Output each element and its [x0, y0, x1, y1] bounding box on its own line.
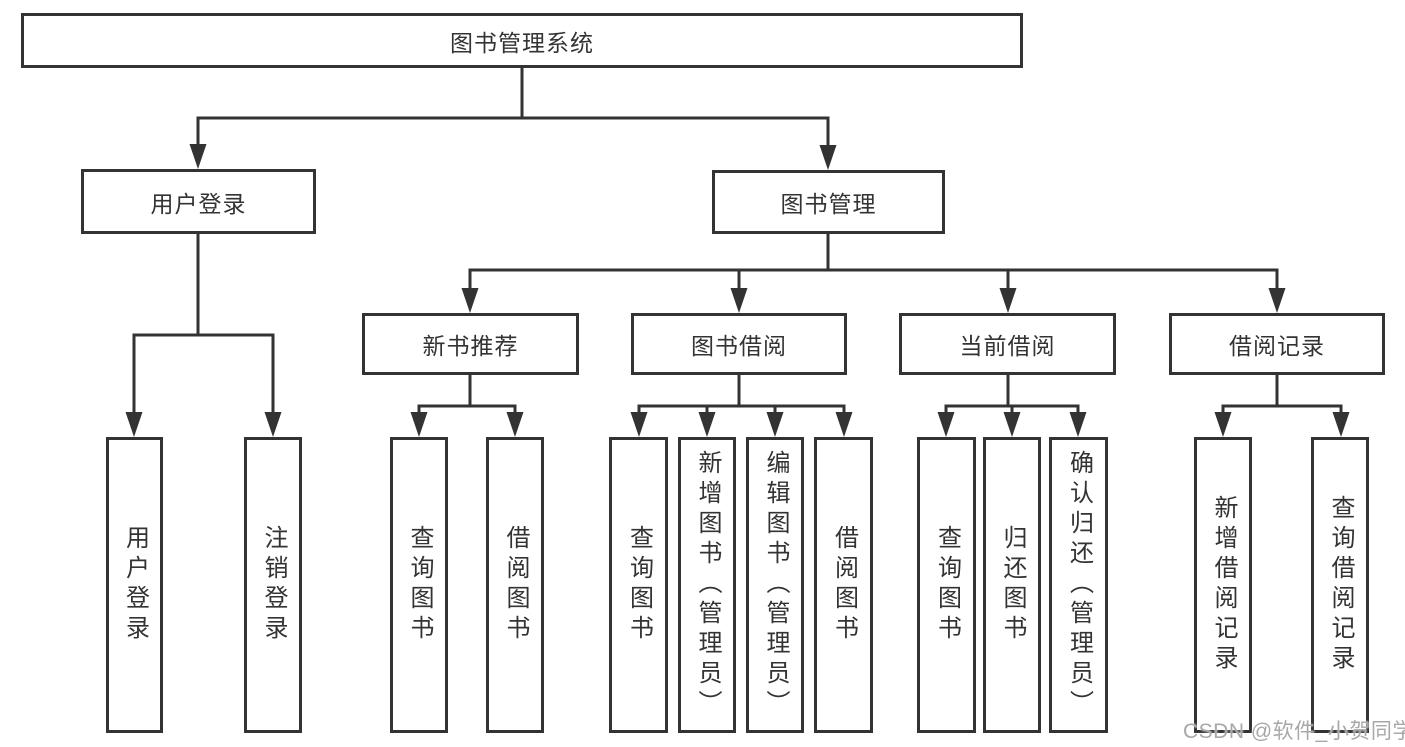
connector-arrowhead	[937, 412, 955, 437]
watermark: CSDN @软件_小贺同学	[1183, 720, 1405, 743]
leaf-add-borrow-record: 新增借阅记录	[1194, 437, 1252, 733]
connector-arrowhead	[1214, 412, 1232, 437]
node-current-borrow: 当前借阅	[899, 313, 1116, 375]
leaf-borrow-books: 借阅图书	[814, 437, 873, 733]
connector-arrowhead	[1069, 412, 1087, 437]
leaf-borrow-books-recommend: 借阅图书	[486, 437, 544, 733]
leaf-add-books-admin: 新增图书（管理员）	[678, 437, 736, 733]
connector-arrowhead	[1268, 288, 1286, 313]
connector-arrowhead	[410, 412, 428, 437]
connector-arrowhead	[189, 144, 207, 169]
node-user-login: 用户登录	[81, 169, 316, 234]
connector-arrowhead	[1003, 412, 1021, 437]
connector-arrowhead	[630, 412, 648, 437]
node-book-borrow: 图书借阅	[631, 313, 847, 375]
leaf-query-books-borrow: 查询图书	[609, 437, 668, 733]
leaf-return-books: 归还图书	[983, 437, 1041, 733]
connector-arrowhead	[506, 412, 524, 437]
connector-arrowhead	[461, 288, 479, 313]
connector-arrowhead	[730, 288, 748, 313]
leaf-confirm-return-admin: 确认归还（管理员）	[1049, 437, 1108, 733]
leaf-logout: 注销登录	[244, 437, 302, 733]
node-borrow-records: 借阅记录	[1169, 313, 1385, 375]
leaf-user-login: 用户登录	[106, 437, 163, 733]
connector-arrowhead	[264, 412, 282, 437]
connector-arrowhead	[819, 145, 837, 170]
leaf-edit-books-admin: 编辑图书（管理员）	[746, 437, 804, 733]
leaf-query-borrow-record: 查询借阅记录	[1311, 437, 1369, 733]
node-book-management: 图书管理	[712, 170, 945, 234]
node-root: 图书管理系统	[21, 13, 1023, 68]
leaf-query-books-recommend: 查询图书	[390, 437, 448, 733]
connector-arrowhead	[766, 412, 784, 437]
leaf-query-books-current: 查询图书	[917, 437, 976, 733]
connector-arrowhead	[1332, 412, 1350, 437]
connector-arrowhead	[835, 412, 853, 437]
node-new-book-recommend: 新书推荐	[362, 313, 579, 375]
connector-arrowhead	[999, 288, 1017, 313]
connector-arrowhead	[125, 412, 143, 437]
connector-arrowhead	[698, 412, 716, 437]
